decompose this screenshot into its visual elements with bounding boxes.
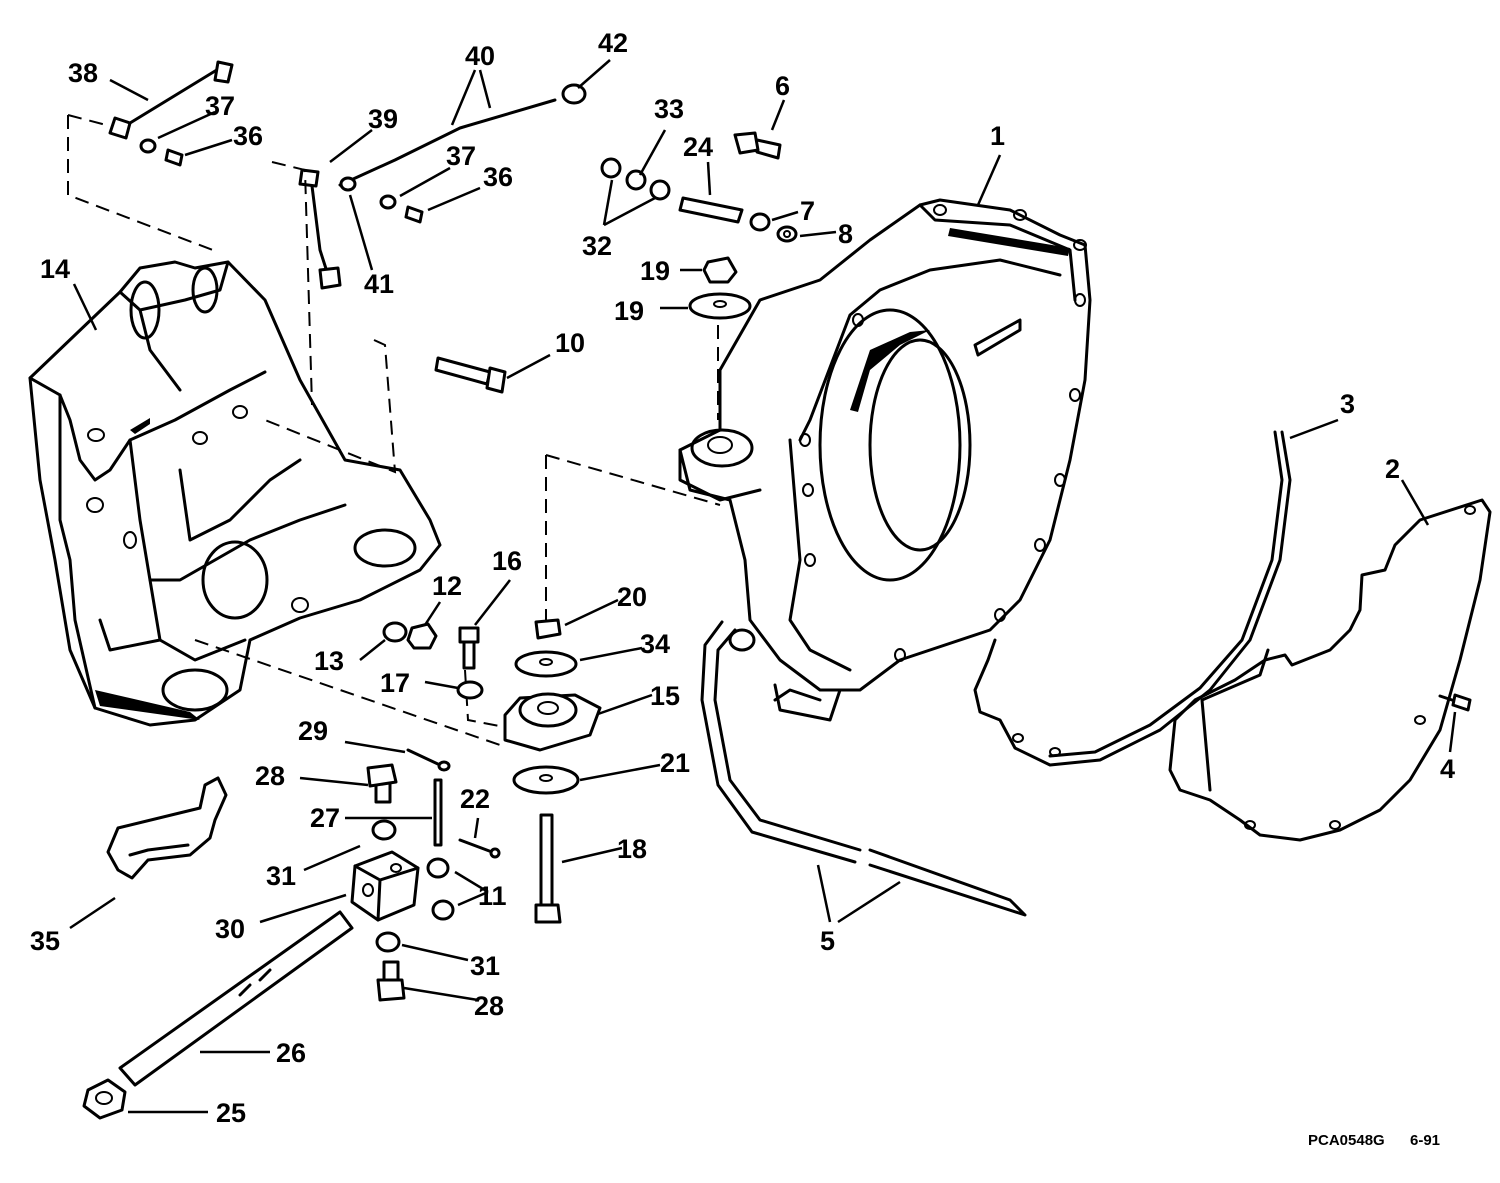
callout-14: 14 bbox=[40, 254, 70, 284]
callout-22: 21 bbox=[660, 748, 690, 778]
callout-4: 5 bbox=[820, 926, 835, 956]
part-30-block bbox=[350, 850, 420, 922]
callout-31b: 31 bbox=[470, 951, 500, 981]
callout-38: 38 bbox=[68, 58, 98, 88]
part-38-clip bbox=[108, 60, 234, 140]
part-39-clip bbox=[298, 168, 342, 290]
part-31-bushing bbox=[375, 931, 401, 953]
callout-10: 10 bbox=[555, 328, 585, 358]
part-41-ring bbox=[339, 176, 357, 192]
part-37-washer bbox=[139, 138, 157, 154]
callout-36b: 36 bbox=[483, 162, 513, 192]
callout-17: 17 bbox=[380, 668, 410, 698]
part-29-pin bbox=[406, 748, 451, 772]
rod bbox=[433, 778, 443, 847]
part-2-cover-plate bbox=[1168, 498, 1492, 842]
part-22-washer bbox=[512, 765, 580, 795]
callout-5: 4 bbox=[1440, 754, 1455, 784]
part-1-flywheel-housing bbox=[678, 198, 1092, 722]
part-34-washer bbox=[514, 650, 578, 678]
part-23-pin bbox=[458, 838, 501, 859]
callout-37: 37 bbox=[205, 91, 235, 121]
part-4-tube bbox=[700, 620, 1027, 917]
callout-25: 25 bbox=[216, 1098, 246, 1128]
part-13-washer bbox=[382, 621, 408, 643]
callout-33: 33 bbox=[654, 94, 684, 124]
part-8-washer bbox=[776, 225, 798, 243]
part-14-mount-bracket bbox=[28, 260, 442, 727]
part-26-shaft bbox=[118, 910, 354, 1087]
callout-24: 24 bbox=[683, 132, 713, 162]
callout-30: 30 bbox=[215, 914, 245, 944]
part-28-bolt bbox=[366, 763, 398, 804]
callout-2: 2 bbox=[1385, 454, 1400, 484]
part-27-bushing bbox=[371, 819, 397, 841]
callout-11: 11 bbox=[478, 881, 507, 911]
part-18-bolt bbox=[534, 813, 562, 924]
drawing-code: PCA0548G bbox=[1308, 1132, 1385, 1149]
part-24-stud bbox=[678, 196, 744, 224]
drawing-date: 6-91 bbox=[1410, 1132, 1440, 1149]
callout-20: 19 bbox=[614, 296, 644, 326]
callout-40: 40 bbox=[465, 41, 495, 71]
callout-1: 1 bbox=[990, 121, 1005, 151]
callout-16: 16 bbox=[492, 546, 522, 576]
callout-15: 15 bbox=[650, 681, 680, 711]
part-36-screw bbox=[164, 148, 184, 167]
callout-12: 12 bbox=[432, 571, 462, 601]
callout-6: 6 bbox=[775, 71, 790, 101]
leader-lines bbox=[69, 59, 1457, 1114]
callout-19: 19 bbox=[640, 256, 670, 286]
part-12-nut bbox=[406, 622, 438, 650]
part-40-cable bbox=[338, 83, 587, 187]
part-3-gasket bbox=[973, 430, 1292, 767]
part-28b-bolt bbox=[376, 960, 406, 1002]
callout-42: 42 bbox=[598, 28, 628, 58]
part-17-washer bbox=[456, 680, 484, 700]
part-21-nut bbox=[534, 618, 562, 640]
callout-31: 31 bbox=[266, 861, 296, 891]
callout-7: 7 bbox=[800, 196, 815, 226]
part-16-bolt bbox=[458, 626, 480, 670]
part-6-bolt bbox=[733, 131, 782, 160]
part-32-33-nuts bbox=[600, 157, 671, 201]
callout-39: 39 bbox=[368, 104, 398, 134]
callout-29: 29 bbox=[298, 716, 328, 746]
part-5-screw bbox=[1438, 693, 1472, 712]
callout-8: 8 bbox=[838, 219, 853, 249]
part-36b-screw bbox=[404, 205, 424, 224]
part-10-bolt bbox=[434, 356, 507, 394]
callout-28: 28 bbox=[255, 761, 285, 791]
callout-36: 36 bbox=[233, 121, 263, 151]
callout-32: 32 bbox=[582, 231, 612, 261]
part-19-nut bbox=[702, 256, 738, 284]
callout-35: 35 bbox=[30, 926, 60, 956]
part-35-bracket bbox=[106, 776, 228, 880]
part-15-mount bbox=[503, 692, 602, 752]
callout-41: 41 bbox=[364, 269, 394, 299]
part-7-washer bbox=[749, 212, 771, 232]
callout-labels: 38 37 36 40 42 39 37 36 41 33 6 24 1 7 8… bbox=[30, 28, 1455, 1128]
part-11-fittings bbox=[426, 857, 455, 921]
part-20-washer bbox=[688, 292, 752, 320]
callout-27: 27 bbox=[310, 803, 340, 833]
callout-26: 26 bbox=[276, 1038, 306, 1068]
callout-21: 20 bbox=[617, 582, 647, 612]
callout-18: 18 bbox=[617, 834, 647, 864]
callout-3: 3 bbox=[1340, 389, 1355, 419]
callout-28b: 28 bbox=[474, 991, 504, 1021]
callout-34: 34 bbox=[640, 629, 670, 659]
callout-37b: 37 bbox=[446, 141, 476, 171]
part-25-nut bbox=[82, 1078, 127, 1120]
callout-13: 13 bbox=[314, 646, 344, 676]
callout-23: 22 bbox=[460, 784, 490, 814]
part-37b-washer bbox=[379, 194, 397, 210]
